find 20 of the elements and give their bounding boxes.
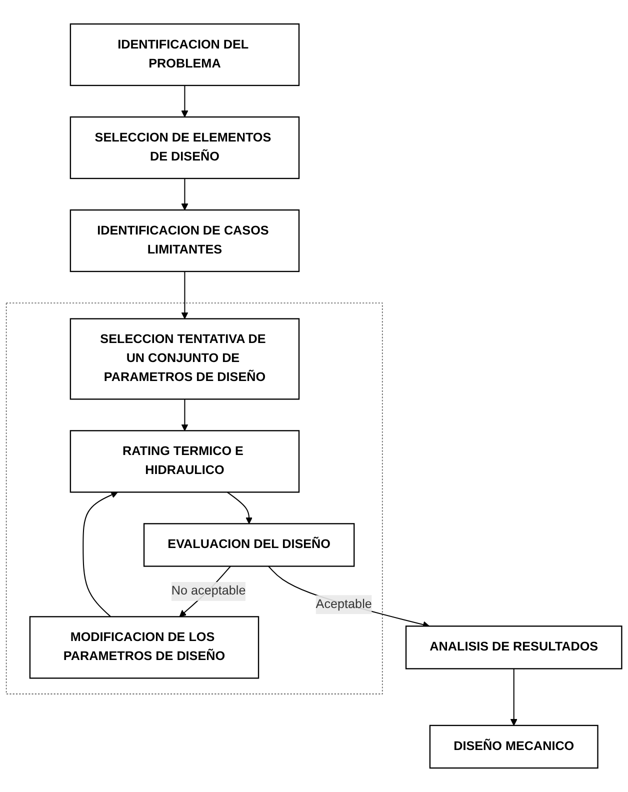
node-box: SELECCION DE ELEMENTOS DE DISEÑO xyxy=(70,116,300,180)
arrow xyxy=(268,566,430,628)
arrow xyxy=(181,399,188,431)
arrow xyxy=(181,178,188,210)
node-box: SELECCION TENTATIVA DE UN CONJUNTO DE PARAMETROS DE DISEÑO xyxy=(70,318,300,400)
arrow xyxy=(181,271,188,320)
node-box: IDENTIFICACION DEL PROBLEMA xyxy=(70,23,300,86)
arrow xyxy=(226,492,253,524)
edge-label: Aceptable xyxy=(316,598,372,611)
edge-label: No aceptable xyxy=(171,584,246,598)
node-box: IDENTIFICACION DE CASOS LIMITANTES xyxy=(70,209,300,272)
node-box: MODIFICACION DE LOS PARAMETROS DE DISEÑO xyxy=(29,616,260,679)
node-box: ANALISIS DE RESULTADOS xyxy=(405,626,622,670)
node-box: RATING TERMICO E HIDRAULICO xyxy=(70,430,300,493)
arrow xyxy=(510,668,518,726)
cluster xyxy=(6,302,383,694)
node-box: DISEÑO MECANICO xyxy=(429,724,598,769)
node-box: EVALUACION DEL DISEÑO xyxy=(143,523,355,567)
arrow xyxy=(82,492,118,618)
arrow xyxy=(181,85,188,118)
